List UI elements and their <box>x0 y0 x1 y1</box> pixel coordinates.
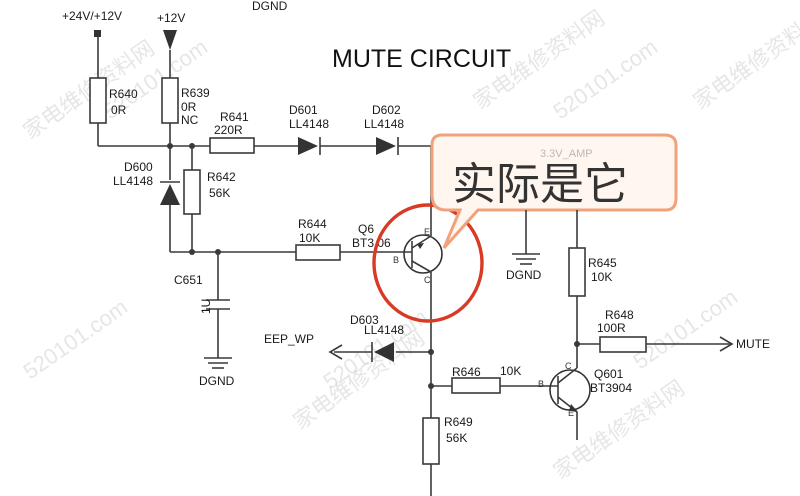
callout-text: 实际是它 <box>452 159 628 210</box>
diode-d603 <box>374 342 394 362</box>
r645-val: 10K <box>591 270 612 284</box>
q602-val: BT3 06 <box>352 236 391 250</box>
diode-d600 <box>160 184 180 205</box>
resistor-r640 <box>89 77 107 124</box>
r640-ref: R640 <box>109 87 138 101</box>
diode-d602 <box>376 137 396 155</box>
mute-label: MUTE <box>736 337 770 351</box>
r645-ref: R645 <box>588 256 617 270</box>
r640-val: 0R <box>111 103 127 117</box>
d600-ref: D600 <box>124 160 153 174</box>
transistor-q602 <box>403 234 443 274</box>
resistor-r646 <box>451 377 501 394</box>
transistor-q601 <box>549 367 591 413</box>
d601-ref: D601 <box>289 103 318 117</box>
r644-ref: R644 <box>298 217 327 231</box>
resistor-r644 <box>295 244 341 261</box>
q601-val: BT3904 <box>590 381 632 395</box>
r641-val: 220R <box>214 123 243 137</box>
r649-val: 56K <box>446 431 467 445</box>
watermark-6: 520101.com <box>19 294 133 384</box>
watermark-5: 家电维修资料网 <box>689 5 800 114</box>
q601-pin-c: C <box>565 361 572 371</box>
q602-pin-c: C <box>424 275 431 285</box>
r646-val: 10K <box>500 364 521 378</box>
q602-pin-e: E <box>424 227 430 237</box>
label-v24: +24V/+12V <box>62 9 122 23</box>
r646-ref: R646 <box>452 365 481 379</box>
resistor-r641 <box>209 137 255 154</box>
net-amp-label: 3.3V_AMP <box>540 148 593 160</box>
diagram-title: MUTE CIRCUIT <box>332 45 511 73</box>
r639-ref: R639 <box>181 86 210 100</box>
d601-val: LL4148 <box>289 117 329 131</box>
q601-pin-e: E <box>568 408 574 418</box>
r649-ref: R649 <box>444 415 473 429</box>
q602-ref: Q6 <box>358 222 374 236</box>
ground-symbol-2 <box>512 253 540 265</box>
dgnd-label-2: DGND <box>506 268 542 282</box>
r644-val: 10K <box>299 231 320 245</box>
r642-val: 56K <box>209 186 230 200</box>
callout-box: 3.3V_AMP 实际是它 <box>430 133 678 250</box>
d603-ref: D603 <box>350 313 379 327</box>
c651-ref: C651 <box>174 273 203 287</box>
eep-label: EEP_WP <box>264 332 314 346</box>
resistor-r648 <box>599 336 647 353</box>
d602-val: LL4148 <box>364 117 404 131</box>
resistor-r639 <box>161 77 179 124</box>
q602-pin-b: B <box>393 255 399 265</box>
resistor-r649 <box>422 417 440 465</box>
r648-ref: R648 <box>605 308 634 322</box>
r639-val: 0R <box>181 100 197 114</box>
watermark-10: 520101.com <box>629 284 743 374</box>
arrow-v12 <box>163 30 177 50</box>
r639-nc: NC <box>181 113 199 127</box>
resistor-r645 <box>568 247 586 297</box>
d602-ref: D602 <box>372 103 401 117</box>
watermark-layer: 家电维修资料网 520101.com 家电维修资料网 520101.com 家电… <box>19 5 800 484</box>
r642-ref: R642 <box>207 170 236 184</box>
label-dgnd-top: DGND <box>252 0 288 13</box>
diode-d601 <box>298 137 318 155</box>
label-v12: +12V <box>157 11 185 25</box>
d603-val: LL4148 <box>364 323 404 337</box>
highlight-circle <box>372 203 484 323</box>
q601-pin-b: B <box>538 379 544 389</box>
dgnd-label-1: DGND <box>199 374 235 388</box>
terminal-v24 <box>94 30 101 37</box>
r641-ref: R641 <box>220 110 249 124</box>
q601-ref: Q601 <box>594 367 624 381</box>
d600-val: LL4148 <box>113 174 153 188</box>
ground-symbol-1 <box>204 357 232 369</box>
r648-val: 100R <box>597 321 626 335</box>
resistor-r642 <box>183 169 201 215</box>
c651-val: 1U <box>199 299 213 314</box>
